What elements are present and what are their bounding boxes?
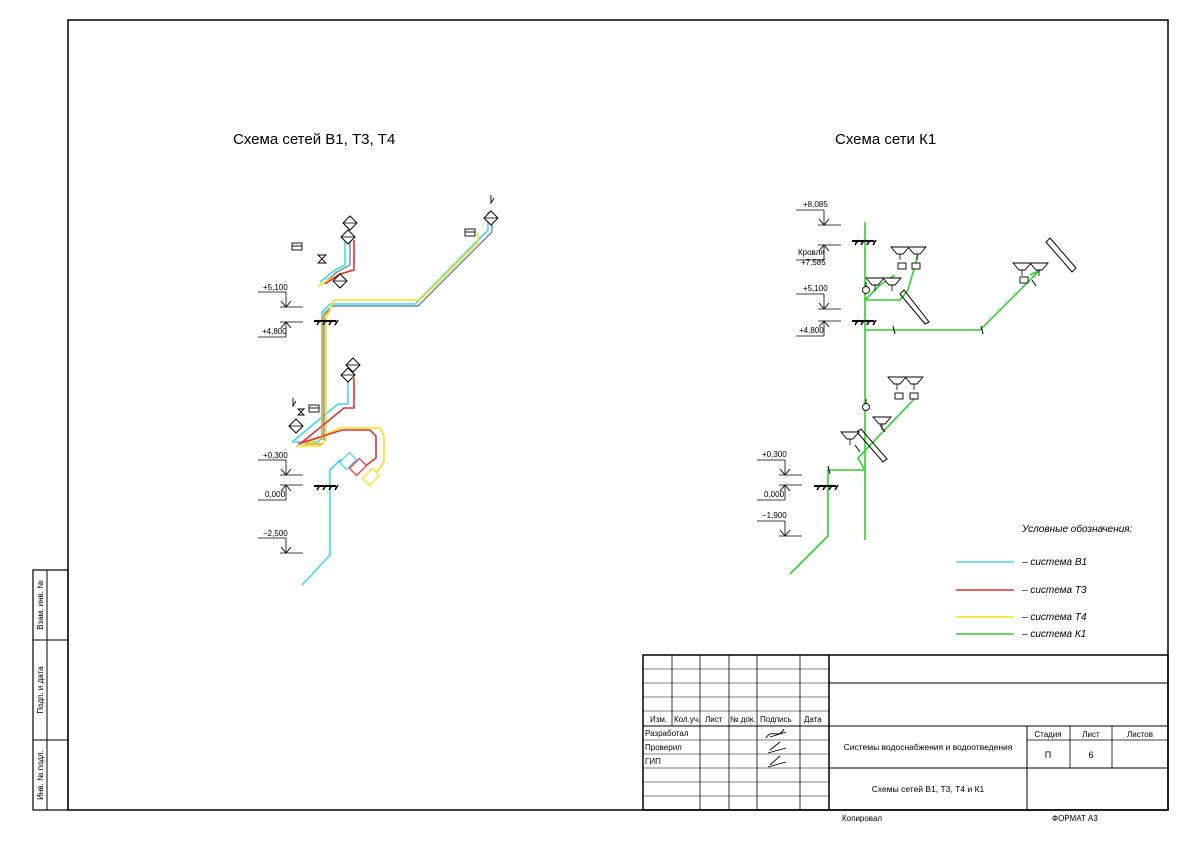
tb-role-developer: Разработал <box>645 729 689 738</box>
tb-header-list: Лист <box>705 715 723 724</box>
left-diagram-title: Схема сетей В1, Т3, Т4 <box>233 131 395 148</box>
slab-right-2 <box>851 319 877 326</box>
legend-label-v1: – система В1 <box>1021 557 1087 568</box>
elev-right-roof-value: +7,585 <box>801 258 826 267</box>
tb-role-gip: ГИП <box>645 757 661 766</box>
walls-right <box>856 237 1077 463</box>
elev-left-2500: −2,500 <box>263 529 288 538</box>
stamp-sign-date: Подп. и дата <box>36 666 45 714</box>
legend-title: Условные обозначения: <box>1021 523 1133 535</box>
elev-right-0300: +0,300 <box>762 450 787 459</box>
tb-drawing-name: Схемы сетей В1, Т3, Т4 и К1 <box>872 784 985 794</box>
right-diagram-title: Схема сети К1 <box>835 131 936 148</box>
tb-header-doc: № док. <box>730 715 756 724</box>
stamp-replace-inv: Взам. инв. № <box>36 580 45 630</box>
fittings-right <box>862 262 1029 411</box>
elev-right-1900: −1,900 <box>762 511 787 520</box>
elev-left-5100: +5,100 <box>263 283 288 292</box>
tb-role-checker: Проверил <box>645 743 682 752</box>
elev-right-0000: 0,000 <box>764 490 785 499</box>
tb-header-date: Дата <box>804 715 822 724</box>
legend-label-t4: – система Т4 <box>1021 612 1087 623</box>
tb-sheets-header: Листов <box>1127 730 1153 739</box>
elev-right-roof-label: Кровля <box>798 248 825 257</box>
elev-left-0000: 0,000 <box>265 490 286 499</box>
legend-label-t3: – система Т3 <box>1021 585 1087 596</box>
slab-left-2 <box>313 484 339 491</box>
tb-sheet-value: 6 <box>1088 750 1093 760</box>
slab-right-1 <box>851 239 877 246</box>
title-block-grid <box>642 654 1169 811</box>
legend-label-k1: – система К1 <box>1021 629 1086 640</box>
funnel-icons-right <box>840 246 1049 446</box>
pipes-k1 <box>789 222 1041 575</box>
elev-right-5100: +5,100 <box>803 284 828 293</box>
side-stamp <box>32 569 69 811</box>
elev-right-top: +8,085 <box>803 200 828 209</box>
sheet-frame <box>67 19 1169 811</box>
tb-sheet-header: Лист <box>1082 730 1100 739</box>
tb-object-name: Системы водоснабжения и водоотведения <box>844 742 1013 752</box>
slab-right-3 <box>813 484 839 491</box>
tb-stage-value: П <box>1045 750 1051 760</box>
footer-format: ФОРМАТ А3 <box>1052 814 1098 823</box>
pipe-tick-marks <box>827 279 1037 475</box>
elev-right-4800: +4,800 <box>799 326 824 335</box>
tb-header-kol: Кол.уч. <box>674 715 700 724</box>
signatures <box>765 728 787 768</box>
tb-header-sign: Подпись <box>760 715 792 724</box>
elev-left-0300: +0,300 <box>263 451 288 460</box>
water-heaters <box>338 451 381 487</box>
stamp-orig-inv: Инв. № подл. <box>36 750 45 800</box>
pipes-t3 <box>297 240 377 471</box>
tb-header-izm: Изм. <box>650 715 667 724</box>
pipes-gray <box>322 212 493 440</box>
elev-left-4800: +4,800 <box>262 327 287 336</box>
pipes-orange <box>305 309 331 445</box>
fixture-icons-left <box>291 195 495 416</box>
footer-copied: Копировал <box>842 814 882 823</box>
legend-swatches <box>956 561 1014 635</box>
tb-stage-header: Стадия <box>1034 730 1061 739</box>
